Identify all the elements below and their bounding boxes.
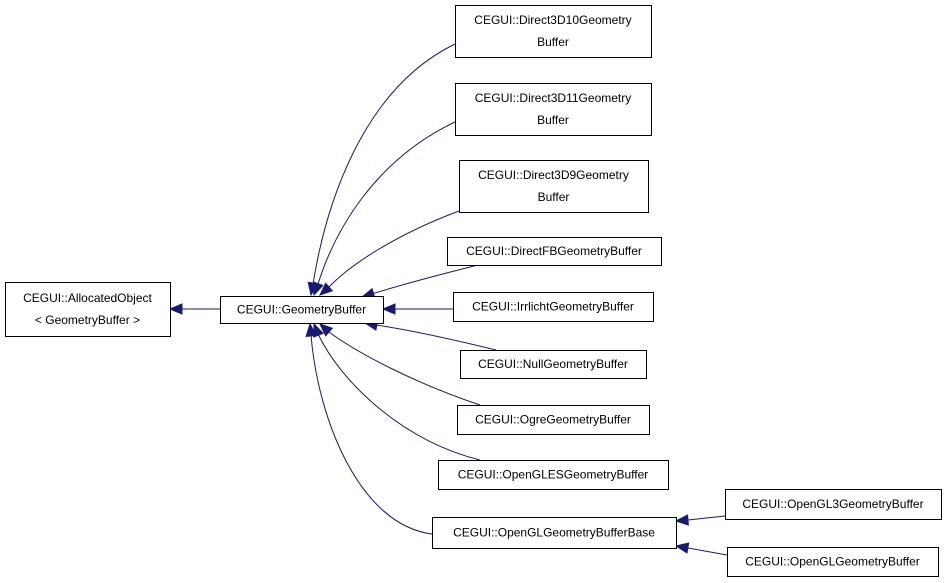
class-box — [5, 282, 171, 337]
class-box — [727, 547, 939, 577]
class-label-line: CEGUI::DirectFBGeometryBuffer — [466, 244, 642, 258]
arrowhead-icon — [312, 281, 324, 297]
class-node-directfb[interactable]: CEGUI::DirectFBGeometryBuffer — [447, 237, 662, 266]
class-label-line: CEGUI::IrrlichtGeometryBuffer — [472, 300, 634, 314]
class-box — [459, 160, 649, 213]
class-node-opengl[interactable]: CEGUI::OpenGLGeometryBuffer — [727, 547, 939, 577]
class-label-line: CEGUI::Direct3D9Geometry — [478, 168, 629, 182]
arrowhead-icon — [674, 542, 690, 554]
inheritance-line — [317, 333, 481, 461]
edge-opengl-to-opengl_base — [674, 542, 728, 556]
edge-d3d10-to-geometry_buffer — [307, 43, 456, 297]
class-label-line: CEGUI::OpenGLESGeometryBuffer — [458, 468, 649, 482]
class-label-line: CEGUI::OpenGLGeometryBuffer — [745, 555, 920, 569]
class-box — [455, 83, 652, 136]
inheritance-line — [371, 264, 479, 295]
class-node-allocated-object[interactable]: CEGUI::AllocatedObject< GeometryBuffer > — [5, 282, 171, 337]
class-label-line: < GeometryBuffer > — [35, 313, 140, 327]
inheritance-line — [312, 43, 456, 285]
class-node-opengles[interactable]: CEGUI::OpenGLESGeometryBuffer — [438, 460, 669, 490]
edge-irrlicht-to-geometry_buffer — [381, 303, 453, 315]
inheritance-line — [310, 334, 433, 535]
class-label-line: CEGUI::OgreGeometryBuffer — [475, 413, 631, 427]
class-box — [438, 460, 669, 490]
arrowhead-icon — [305, 322, 317, 337]
class-label-line: CEGUI::GeometryBuffer — [237, 303, 366, 317]
class-label-line: CEGUI::OpenGLGeometryBufferBase — [453, 526, 655, 540]
inheritance-line — [687, 515, 726, 521]
class-box — [460, 350, 647, 379]
class-box — [453, 292, 654, 322]
class-label-line: Buffer — [537, 35, 569, 49]
class-box — [457, 405, 650, 435]
class-node-ogre[interactable]: CEGUI::OgreGeometryBuffer — [457, 405, 650, 435]
arrowhead-icon — [381, 303, 396, 315]
inheritance-line — [328, 210, 460, 288]
class-label-line: Buffer — [537, 113, 569, 127]
class-node-null[interactable]: CEGUI::NullGeometryBuffer — [460, 350, 647, 379]
class-label-line: CEGUI::NullGeometryBuffer — [478, 357, 628, 371]
class-box — [432, 517, 677, 549]
class-node-opengl3[interactable]: CEGUI::OpenGL3GeometryBuffer — [725, 489, 942, 520]
arrowhead-icon — [674, 514, 689, 526]
arrowhead-icon — [168, 303, 183, 315]
inheritance-line — [317, 121, 456, 285]
arrowhead-icon — [319, 282, 334, 296]
class-box — [447, 237, 662, 266]
class-box — [220, 296, 384, 324]
inheritance-line — [687, 547, 728, 556]
class-box — [725, 489, 942, 520]
class-label-line: CEGUI::OpenGL3GeometryBuffer — [742, 497, 923, 511]
edge-geometry_buffer-to-allocated_object — [168, 303, 220, 315]
nodes-layer: CEGUI::AllocatedObject< GeometryBuffer >… — [5, 5, 942, 577]
class-node-irrlicht[interactable]: CEGUI::IrrlichtGeometryBuffer — [453, 292, 654, 322]
edge-opengl3-to-opengl_base — [674, 514, 726, 526]
class-label-line: CEGUI::AllocatedObject — [23, 291, 152, 305]
arrowhead-icon — [319, 323, 334, 337]
edge-d3d9-to-geometry_buffer — [319, 210, 460, 296]
edge-opengles-to-geometry_buffer — [313, 322, 481, 461]
inheritance-line — [375, 324, 497, 351]
inheritance-line — [328, 331, 481, 406]
class-node-opengl-base[interactable]: CEGUI::OpenGLGeometryBufferBase — [432, 517, 677, 549]
class-node-geometry-buffer[interactable]: CEGUI::GeometryBuffer — [220, 296, 384, 324]
class-label-line: CEGUI::Direct3D11Geometry — [475, 91, 632, 105]
class-label-line: CEGUI::Direct3D10Geometry — [474, 13, 631, 27]
edge-d3d11-to-geometry_buffer — [312, 121, 456, 297]
edge-ogre-to-geometry_buffer — [319, 323, 481, 406]
edge-opengl_base-to-geometry_buffer — [305, 322, 433, 535]
edges-layer — [168, 43, 728, 556]
edge-null-to-geometry_buffer — [363, 319, 497, 351]
class-label-line: Buffer — [538, 190, 570, 204]
class-box — [455, 5, 652, 58]
